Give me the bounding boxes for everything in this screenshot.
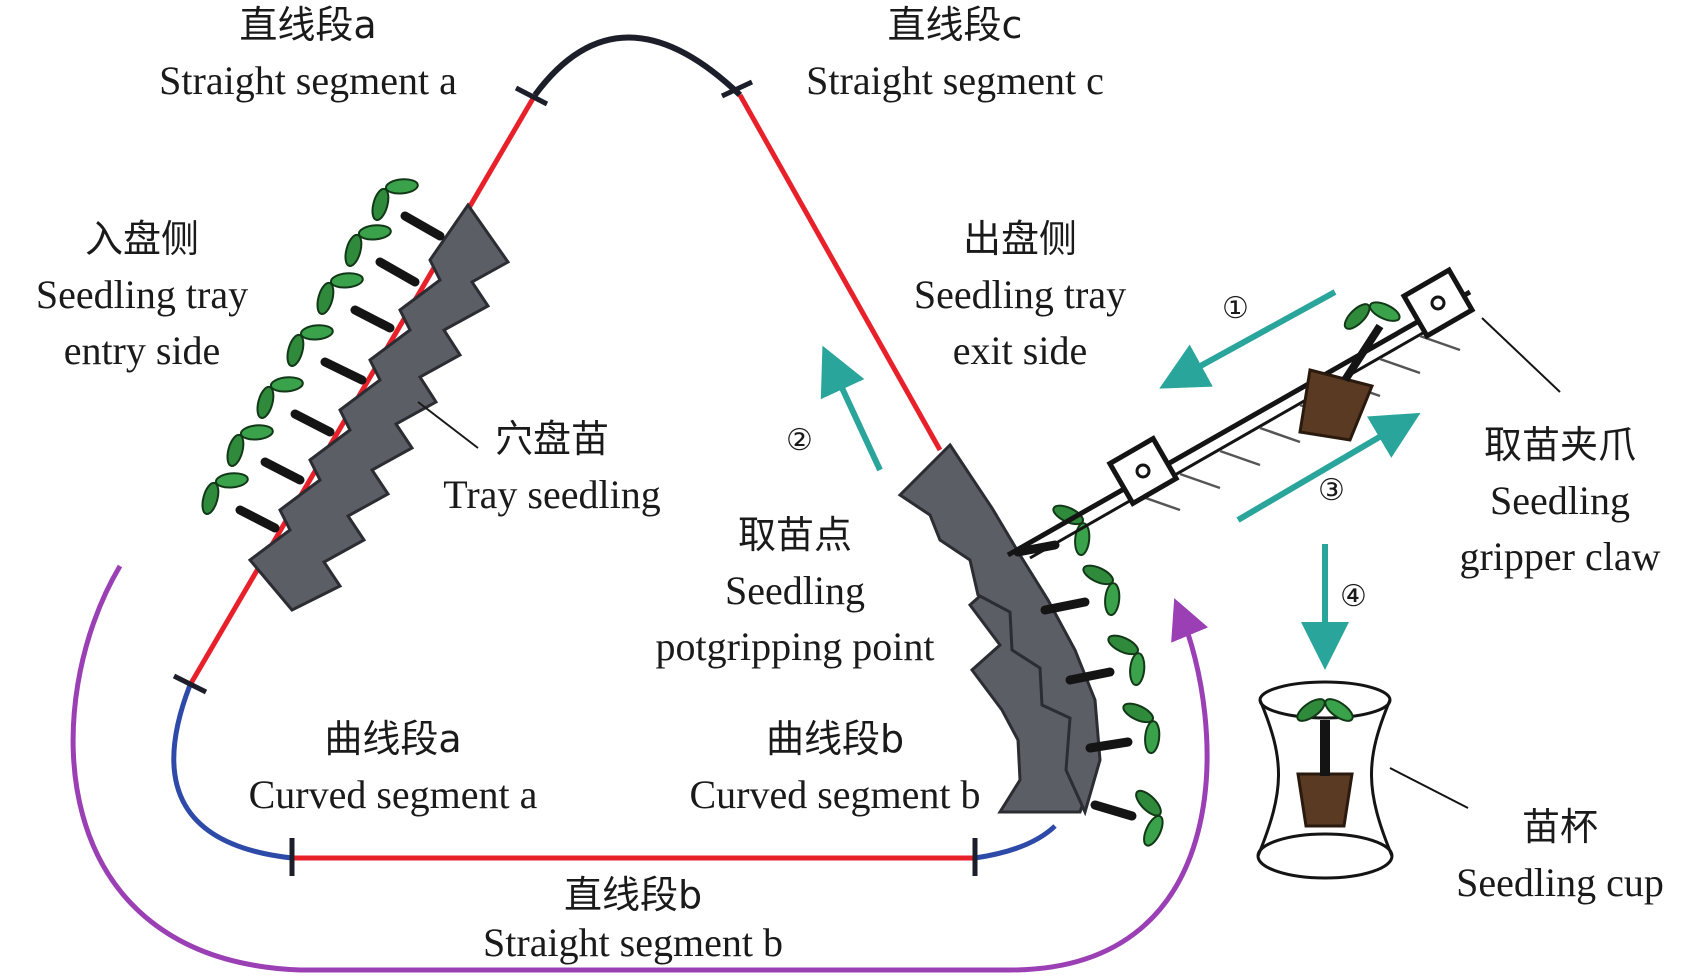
claw-leader-line: [1481, 317, 1561, 393]
claw-joint-upper: [1400, 266, 1476, 340]
gripper-claw-en-1: Seedling: [1490, 478, 1630, 523]
straight-segment-a-zh: 直线段a: [239, 3, 376, 47]
step-2-label: ②: [786, 423, 813, 458]
step-2-arrow: [820, 345, 883, 472]
step-3-label: ③: [1318, 473, 1345, 508]
curved-segment-b-zh: 曲线段b: [766, 717, 904, 761]
step-1-arrow: [1159, 289, 1337, 389]
curved-segment-b-line: [974, 824, 1057, 861]
conveyor-track: [171, 34, 1057, 876]
step-4-label: ④: [1340, 579, 1367, 614]
segment-tick: [172, 673, 208, 695]
gripping-point-zh: 取苗点: [738, 513, 852, 557]
straight-segment-a-line: [187, 93, 538, 687]
exit-seedling-leaves: [1115, 689, 1175, 761]
curved-segment-a-line: [171, 684, 293, 861]
tray-seedling-stems: [235, 211, 445, 533]
step-3-arrow: [1236, 412, 1421, 523]
seedling-cup-en: Seedling cup: [1456, 860, 1664, 905]
curved-segment-a-en: Curved segment a: [249, 772, 538, 817]
seedling-cup-zh: 苗杯: [1522, 805, 1598, 849]
segment-tick: [720, 79, 754, 99]
exit-side-zh: 出盘侧: [963, 217, 1077, 261]
cup-seedling-soil: [1296, 772, 1354, 828]
exit-side-seedling-tray: [897, 442, 1175, 852]
entry-side-en-2: entry side: [64, 328, 221, 373]
exit-seedling-leaves: [1129, 782, 1172, 852]
gripper-claw-en-2: gripper claw: [1459, 534, 1660, 579]
held-seedling-leaves: [1336, 293, 1406, 336]
cup-top-rim: [1258, 680, 1392, 720]
claw-joint-pin: [1135, 463, 1151, 479]
claw-joint-pin: [1430, 295, 1446, 311]
straight-segment-a-en: Straight segment a: [159, 58, 457, 103]
curved-segment-b-en: Curved segment b: [689, 772, 980, 817]
straight-segment-b-en: Straight segment b: [483, 920, 783, 965]
tray-seedling-en: Tray seedling: [443, 472, 660, 517]
held-seedling-soil: [1298, 368, 1375, 442]
seedling-gripper-claw: [1006, 266, 1561, 560]
tray-seedling-zh: 穴盘苗: [495, 417, 609, 461]
entry-side-en-1: Seedling tray: [36, 272, 248, 317]
cup-wall: [1256, 699, 1394, 857]
exit-side-en-1: Seedling tray: [914, 272, 1126, 317]
outer-motion-loop: [70, 564, 1210, 973]
straight-segment-c-zh: 直线段c: [888, 3, 1023, 47]
step-1-label: ①: [1222, 291, 1249, 326]
segment-tick: [514, 85, 549, 107]
claw-arm: [1006, 289, 1472, 558]
gripper-claw-zh: 取苗夹爪: [1484, 423, 1636, 467]
straight-segment-b-zh: 直线段b: [564, 873, 702, 917]
gripping-point-en-1: Seedling: [725, 568, 865, 613]
exit-seedling-leaves: [1100, 621, 1160, 693]
entry-side-seedling-tray: [186, 162, 511, 612]
cup-bottom-rim: [1256, 832, 1394, 880]
exit-seedling-stems: [1013, 540, 1137, 821]
tray-body: [247, 202, 511, 612]
entry-side-zh: 入盘侧: [85, 217, 199, 261]
exit-side-en-2: exit side: [953, 328, 1087, 373]
claw-arm-lower: [1029, 304, 1471, 560]
exit-seedling-leaves: [1075, 551, 1135, 623]
curved-segment-a-zh: 曲线段a: [324, 717, 461, 761]
claw-joint-lower: [1106, 435, 1180, 507]
seedling-cup: [1256, 680, 1469, 880]
gripping-point-en-2: potgripping point: [656, 624, 935, 669]
cup-leader-line: [1389, 767, 1469, 809]
straight-segment-c-line: [737, 93, 943, 452]
tray-seedling-leader-line: [417, 401, 479, 449]
straight-segment-c-en: Straight segment c: [806, 58, 1104, 103]
step-arrows: [820, 289, 1421, 670]
held-seedling-stem: [1341, 323, 1384, 383]
top-arc-segment: [532, 34, 743, 98]
